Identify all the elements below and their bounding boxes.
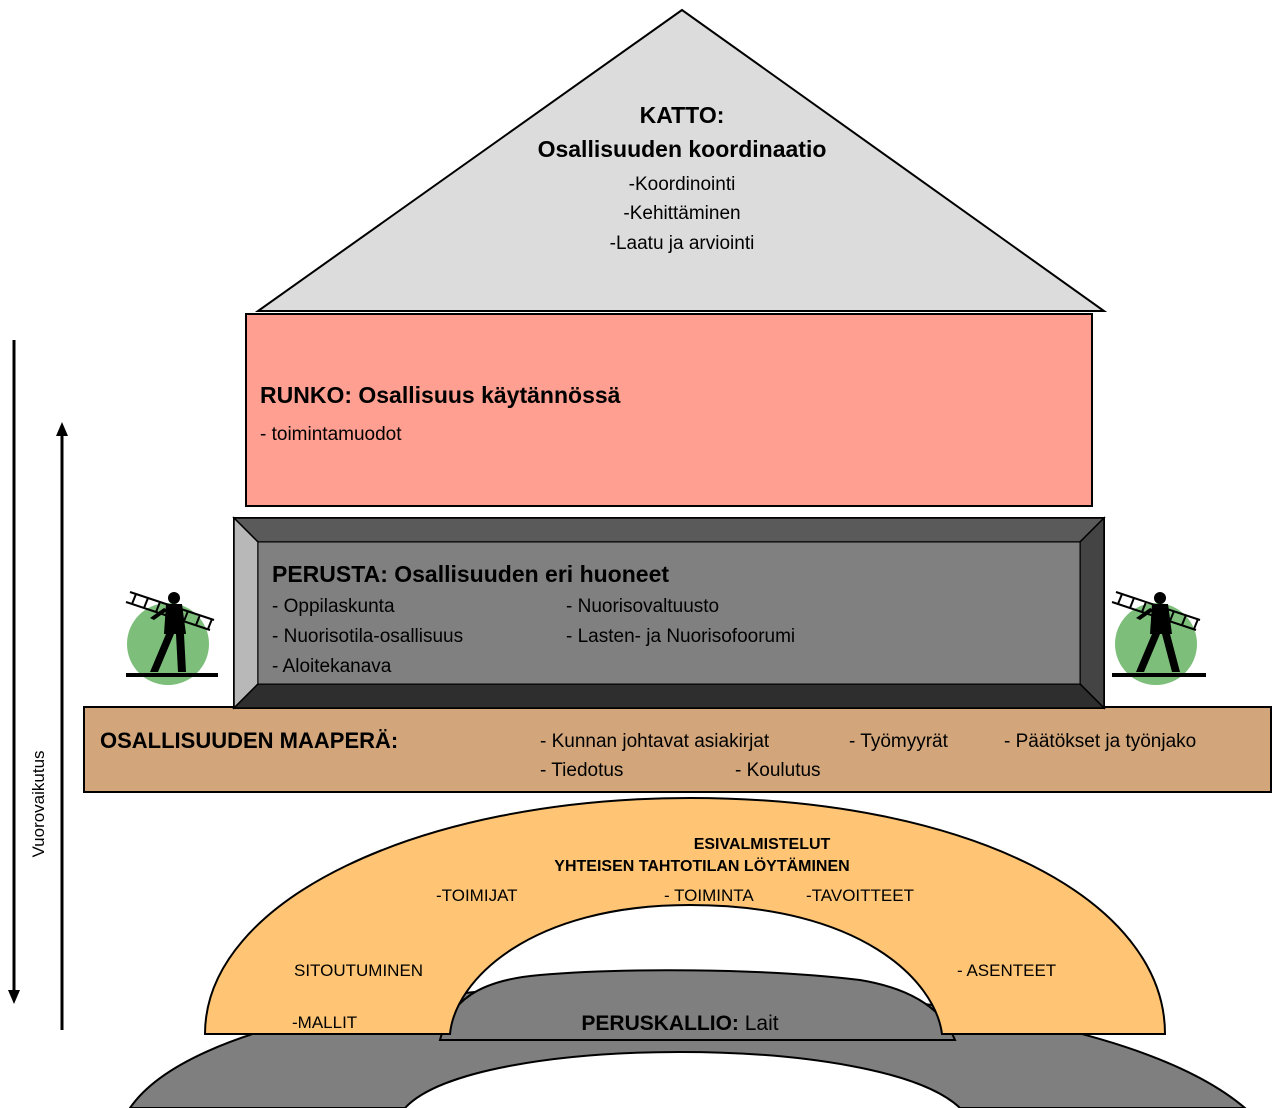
foundation-title: PERUSTA: Osallisuuden eri huoneet <box>272 561 669 587</box>
worker-right-icon <box>1111 591 1206 685</box>
soil-item-4: - Tiedotus <box>540 760 623 781</box>
foundation-item-2: - Nuorisotila-osallisuus <box>272 626 463 647</box>
roof-triangle <box>254 8 1108 312</box>
soil-item-5: - Koulutus <box>735 760 821 781</box>
soil-layer: OSALLISUUDEN MAAPERÄ: - Kunnan johtavat … <box>83 706 1272 793</box>
soil-item-3: - Päätökset ja työnjako <box>1004 731 1196 752</box>
bedrock-label-bold: PERUSKALLIO: <box>581 1012 739 1035</box>
body-rect <box>245 313 1093 507</box>
worker-left-figure <box>150 592 186 672</box>
arch-item-toimijat: -TOIMIJAT <box>436 886 518 905</box>
arch-item-sitoutuminen: SITOUTUMINEN <box>294 961 423 980</box>
arrow-down-head <box>8 990 20 1004</box>
roof-heading: KATTO: <box>640 102 725 128</box>
body-wall: RUNKO: Osallisuus käytännössä - toiminta… <box>245 313 1093 507</box>
worker-left-icon <box>125 591 218 685</box>
bedrock-label-rest: Lait <box>739 1012 779 1035</box>
arch-shape <box>203 796 1167 1035</box>
roof-item-1: -Koordinointi <box>629 174 736 195</box>
arch-item-tavoitteet: -TAVOITTEET <box>806 886 914 905</box>
roof-item-2: -Kehittäminen <box>623 203 740 224</box>
preparation-arch: ESIVALMISTELUT YHTEISEN TAHTOTILAN LÖYTÄ… <box>203 796 1167 1035</box>
foundation-item-4: - Nuorisovaltuusto <box>566 596 719 617</box>
foundation-item-5: - Lasten- ja Nuorisofoorumi <box>566 626 795 647</box>
arch-title-2: YHTEISEN TAHTOTILAN LÖYTÄMINEN <box>554 856 849 875</box>
interaction-arrows: Vuorovaikutus <box>8 340 68 1030</box>
arch-item-toiminta: - TOIMINTA <box>664 886 754 905</box>
roof: KATTO: Osallisuuden koordinaatio -Koordi… <box>254 8 1108 312</box>
body-title: RUNKO: Osallisuus käytännössä <box>260 382 621 408</box>
body-item: - toimintamuodot <box>260 424 402 445</box>
foundation: PERUSTA: Osallisuuden eri huoneet - Oppi… <box>232 516 1106 710</box>
arch-item-mallit: -MALLIT <box>292 1013 357 1032</box>
soil-title: OSALLISUUDEN MAAPERÄ: <box>100 728 398 753</box>
soil-item-2: - Työmyyrät <box>849 731 949 752</box>
arrow-up-head <box>56 422 68 436</box>
bedrock-label: PERUSKALLIO: Lait <box>581 1012 778 1035</box>
soil-bar <box>83 706 1272 793</box>
side-label: Vuorovaikutus <box>29 750 48 857</box>
foundation-face <box>257 541 1081 685</box>
worker-right-figure <box>1136 592 1180 672</box>
foundation-item-1: - Oppilaskunta <box>272 596 395 617</box>
foundation-bevel-top <box>232 517 1106 543</box>
soil-item-1: - Kunnan johtavat asiakirjat <box>540 731 770 752</box>
roof-item-3: -Laatu ja arviointi <box>610 233 755 254</box>
bedrock-hump <box>438 969 957 1041</box>
arch-item-asenteet: - ASENTEET <box>957 961 1056 980</box>
foundation-bevel-right <box>1079 516 1105 710</box>
foundation-item-3: - Aloitekanava <box>272 656 392 677</box>
roof-title: Osallisuuden koordinaatio <box>538 136 827 162</box>
foundation-bevel-bottom <box>232 683 1106 709</box>
foundation-bevel-left <box>233 516 259 710</box>
arch-title-1: ESIVALMISTELUT <box>694 836 831 853</box>
